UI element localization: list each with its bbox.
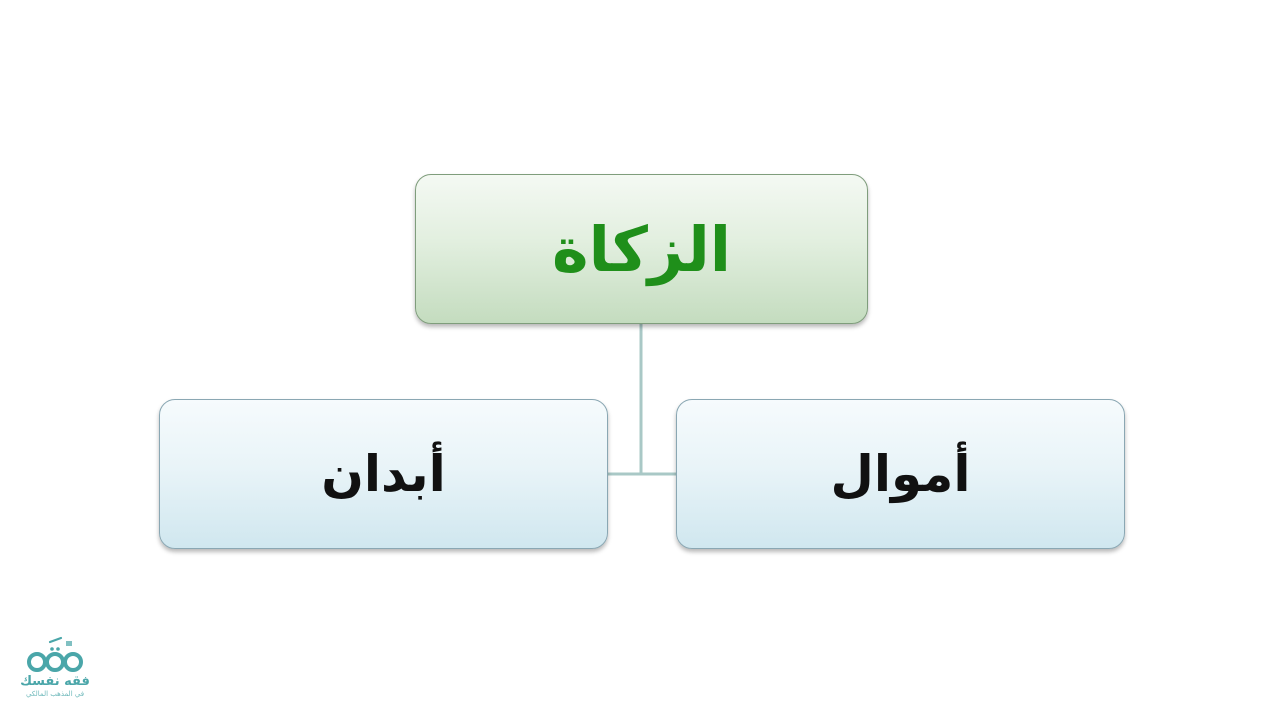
child-node-label: أبدان [321, 445, 446, 503]
root-node-zakat: الزكاة [415, 174, 868, 324]
child-node-label: أموال [830, 445, 971, 503]
three-circles-logo-icon [27, 636, 83, 672]
logo-subtitle: في المذهب المالكي [25, 690, 85, 698]
logo-name: فقه نفسك [20, 674, 90, 689]
brand-logo: فقه نفسك في المذهب المالكي [20, 632, 90, 708]
child-node-abdan: أبدان [159, 399, 608, 549]
root-node-label: الزكاة [551, 212, 732, 286]
child-node-amwal: أموال [676, 399, 1125, 549]
